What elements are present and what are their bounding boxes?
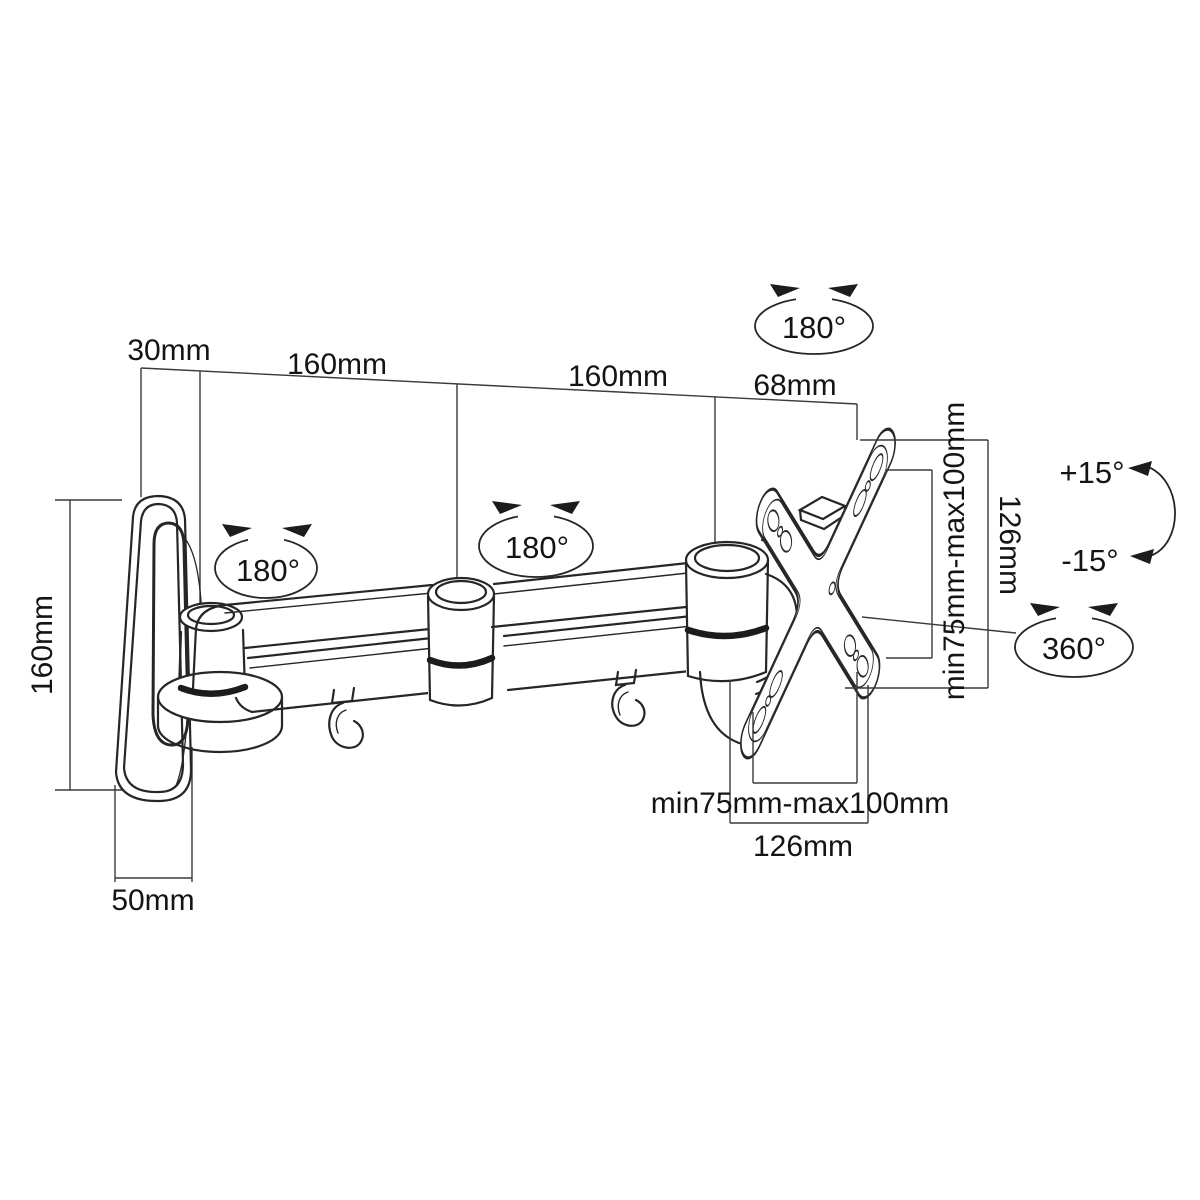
dim-label-vesa-width: 126mm	[753, 830, 853, 863]
tilt-arrow-icon	[1128, 461, 1152, 476]
arm-segment-2	[490, 561, 702, 692]
dim-label-head-offset: 68mm	[753, 369, 836, 402]
rotate-arrow-icon	[770, 284, 800, 297]
rotate-arrow-icon	[492, 501, 522, 514]
dim-label-plate-width: 50mm	[111, 884, 194, 917]
dim-label-vesa-holes-horizontal: min75mm-max100mm	[651, 787, 949, 820]
labels: 30mm 160mm 160mm 68mm 160mm 50mm min75mm…	[26, 310, 1124, 917]
dim-label-arm1: 160mm	[287, 348, 387, 381]
rotate-arrow-icon	[828, 284, 858, 297]
dim-label-vesa-holes-vertical: min75mm-max100mm	[938, 402, 971, 700]
head-pivot-joint	[684, 540, 770, 683]
dim-label-wall-offset: 30mm	[127, 334, 210, 367]
rotation-label-joint2: 180°	[505, 530, 569, 565]
rotate-arrow-icon	[282, 524, 312, 537]
rotate-arrow-icon	[1088, 603, 1118, 616]
rotation-label-360: 360°	[1042, 631, 1106, 666]
tilt-label-up: +15°	[1060, 455, 1125, 490]
wall-plate	[114, 494, 203, 803]
rotate-arrow-icon	[222, 524, 252, 537]
dim-label-plate-height: 160mm	[26, 595, 59, 695]
dim-label-arm2: 160mm	[568, 360, 668, 393]
tilt-arrow-icon	[1130, 549, 1154, 564]
elbow-joint	[426, 576, 496, 707]
rotation-label-head: 180°	[782, 310, 846, 345]
cable-clip-1	[328, 686, 364, 749]
arm-segment-1	[191, 583, 440, 714]
vesa-screw-holes	[752, 453, 884, 734]
rotate-arrow-icon	[550, 501, 580, 514]
rotation-label-joint1: 180°	[236, 553, 300, 588]
dim-label-vesa-height: 126mm	[993, 495, 1026, 595]
rotate-arrow-icon	[1030, 603, 1060, 616]
rotation-indicators	[214, 284, 1176, 678]
wall-pivot-joint	[156, 601, 284, 754]
tilt-label-down: -15°	[1061, 543, 1118, 578]
vesa-dimension-lines	[729, 439, 1017, 824]
cable-clip-2	[611, 668, 646, 727]
